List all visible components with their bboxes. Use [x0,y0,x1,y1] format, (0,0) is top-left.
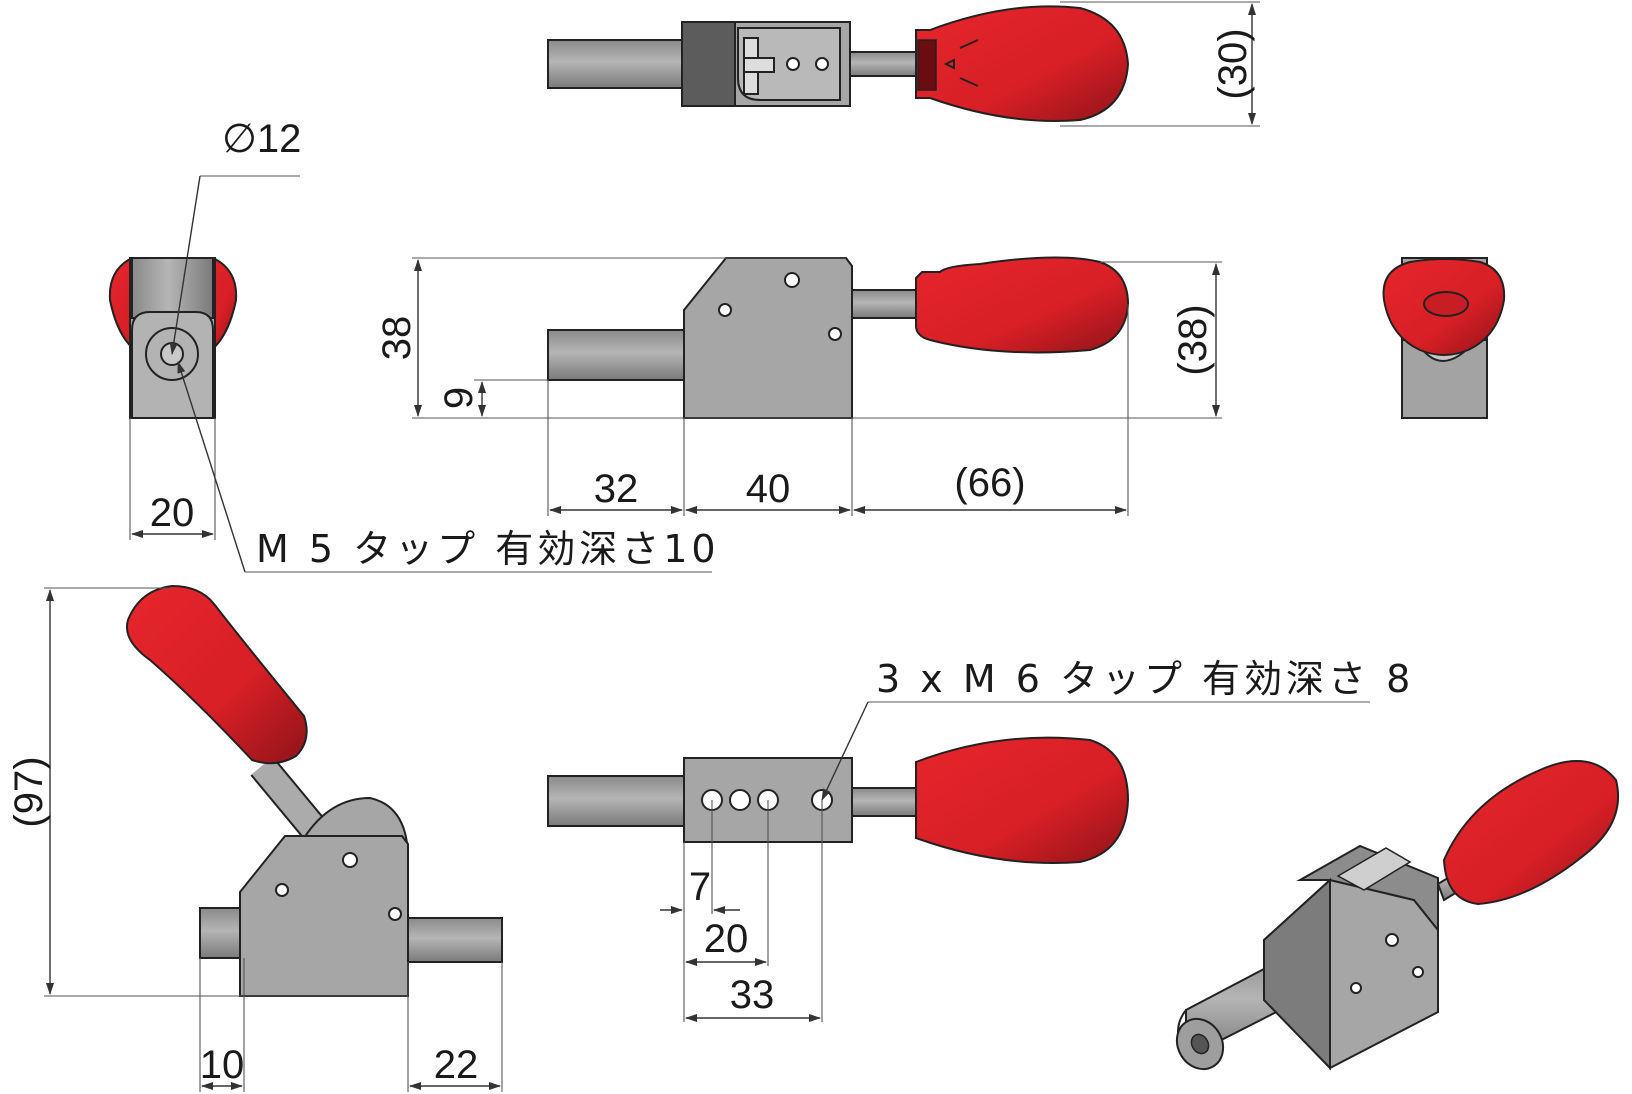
note-m6-tap: 3 x M 6 タップ 有効深さ 8 [876,657,1414,701]
dim-open-height: (97) [7,756,51,827]
dim-body-length: 40 [746,467,791,511]
dim-rod-length: 32 [594,467,639,511]
front-body [683,257,853,419]
iso-handle [1442,760,1620,906]
top-dark-block [681,21,739,107]
dim-front-height: 38 [375,316,419,361]
bottom-handle [915,736,1130,864]
dim-side-width: 20 [150,491,195,535]
dim-rod-height: 9 [437,387,481,409]
left-side-view [108,257,238,419]
front-rod [547,329,689,381]
top-handle [915,5,1130,123]
dim-bore-diameter: ∅12 [222,117,301,161]
top-view [547,5,1130,123]
dim-front-height-ref: (38) [1171,304,1215,375]
right-side-view [1382,257,1506,419]
dim-hole-second: 20 [704,917,749,961]
dim-rear-rod: 10 [200,1043,245,1087]
dim-hole-last: 33 [730,973,775,1017]
note-m5-tap: M 5 タップ 有効深さ10 [256,527,720,571]
open-view [126,584,503,997]
dim-handle-length: (66) [954,461,1025,505]
dim-top-height: (30) [1211,28,1255,99]
dim-hole-first: 7 [689,865,711,909]
dim-front-rod: 22 [434,1043,479,1087]
front-view [547,256,1130,419]
isometric-view [1175,760,1620,1071]
open-handle [126,584,308,765]
bottom-view [547,736,1130,864]
top-rod [547,39,689,89]
front-handle [915,256,1130,354]
